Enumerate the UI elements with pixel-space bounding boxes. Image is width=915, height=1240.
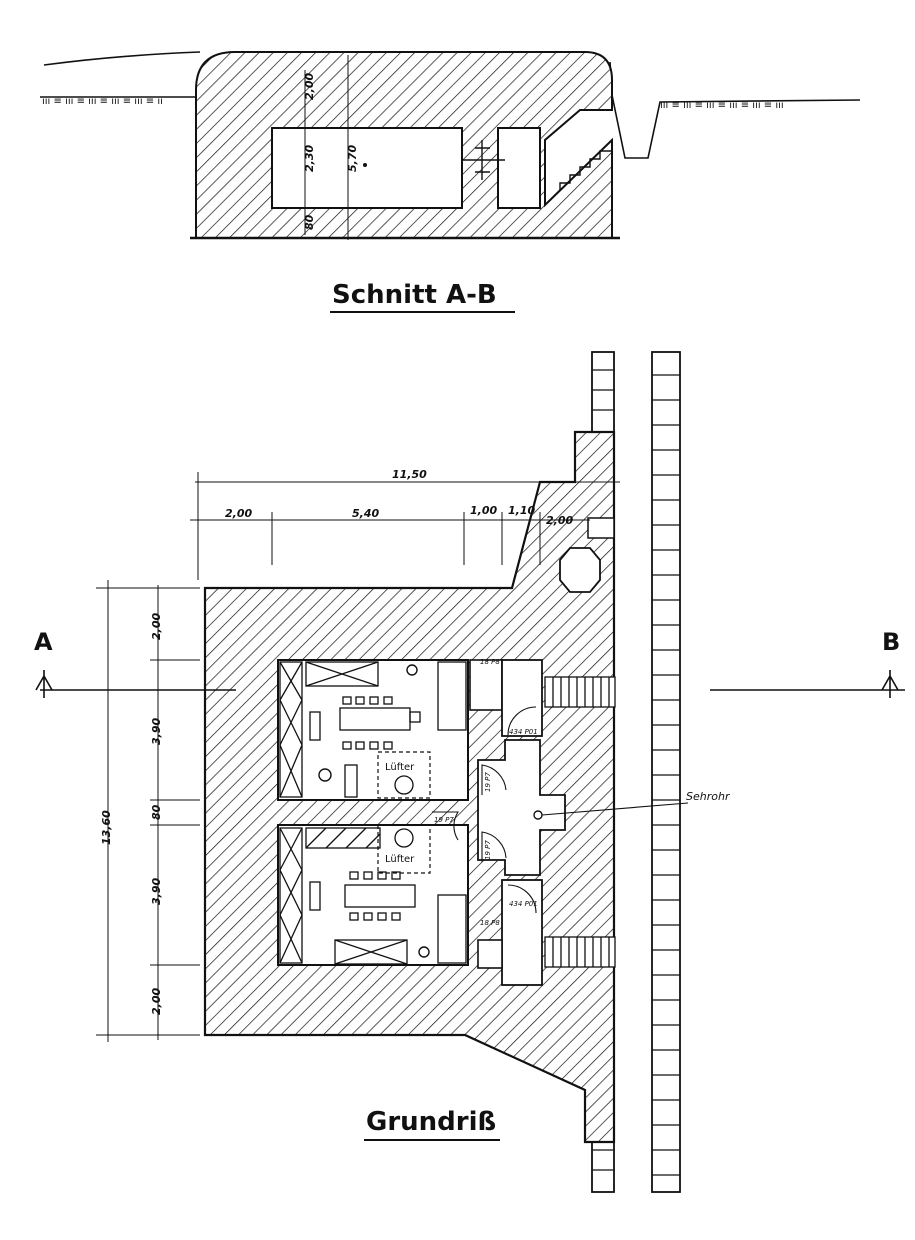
section-stairs [544,150,612,206]
section-view: ııı ≡ ııı ≡ ııı ≡ ııı ≡ ııı ≡ ıı ııı ≡ ı… [40,51,861,240]
upper-room-bunks [279,661,379,798]
section-dim-total: 5,70 [346,145,359,172]
dim-width-2: 5,40 [352,507,379,520]
section-dim-inner: 2,30 [303,145,316,172]
trench-wall-right [651,351,681,1193]
section-chamber-main [271,127,463,209]
dim-overall-height: 13,60 [100,810,113,845]
dim-height-2: 3,90 [150,718,163,745]
gas-lock-upper [501,659,543,737]
lower-room-table [309,871,467,964]
dim-width-4: 1,10 [508,504,535,517]
section-center-dot [363,163,367,167]
dim-height-5: 2,00 [150,988,163,1015]
luefter-fan-upper-icon [394,775,414,795]
lower-room-bunks [279,827,408,965]
upper-room-table [309,661,467,798]
entry-cell-upper [469,659,503,711]
periscope-niche [559,547,601,593]
door-label-g: 18 P8 [480,919,500,927]
dim-width-1: 2,00 [225,507,252,520]
width-dimension-lines [190,472,620,580]
dim-height-1: 2,00 [150,613,163,640]
section-mark-b: B [882,628,900,656]
plan-title: Grundriß [366,1107,496,1137]
door-label-a: 18 P8 [480,658,500,666]
luefter-fan-lower-icon [394,828,414,848]
section-arrow-b-icon [881,670,899,698]
lower-room-vent-icon [418,946,430,958]
section-door-symbol [462,140,505,180]
gas-lock-lower [501,879,543,986]
upper-room-stove-icon [318,768,332,782]
dim-overall-width: 11,50 [392,468,427,481]
dim-width-5: 2,00 [546,514,573,527]
section-dim-floor: 80 [303,214,316,230]
luefter-label-upper: Lüfter [385,762,415,773]
terrain-hatch-right: ııı ≡ ııı ≡ ııı ≡ ııı ≡ ııı ≡ ııı [660,100,784,111]
height-dimension-lines [96,580,200,1042]
periscope-label: Sehrohr [686,790,731,803]
dim-height-3: 80 [150,804,163,820]
dim-width-3: 1,00 [470,504,497,517]
door-label-c: 19 P7 [484,772,492,792]
section-mark-a: A [34,628,53,656]
terrain-hatch-left: ııı ≡ ııı ≡ ııı ≡ ııı ≡ ııı ≡ ıı [42,96,163,107]
door-label-b: 434 P01 [509,728,538,736]
section-dim-top: 2,00 [303,73,316,100]
section-chamber-entry [497,127,541,209]
plan-view: Lüfter Lüfter [34,351,905,1193]
luefter-box-lower [377,824,431,874]
periscope-leader [541,802,689,816]
door-label-f: 434 P01 [509,900,538,908]
door-swings [432,706,537,914]
periscope-slot [587,517,615,539]
stairs-upper [544,676,616,708]
section-title: Schnitt A-B [332,280,497,310]
stairs-lower [544,936,616,968]
dim-height-4: 3,90 [150,878,163,905]
section-arrow-a-icon [35,670,53,698]
luefter-label-lower: Lüfter [385,854,415,865]
entry-cell-lower [477,939,503,969]
door-label-d: 19 P7 [434,816,454,824]
door-label-e: 19 P7 [484,840,492,860]
terrain-line-left [40,51,201,98]
upper-room-vent-icon [406,664,418,676]
